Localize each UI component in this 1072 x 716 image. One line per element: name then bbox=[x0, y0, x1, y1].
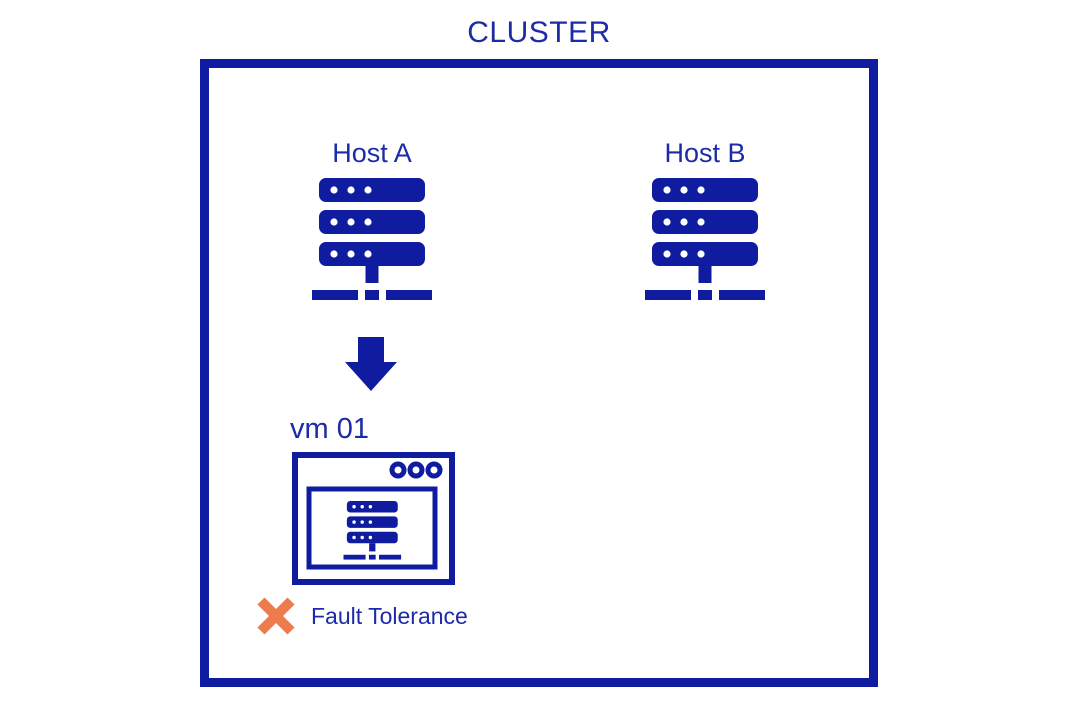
host-a-group: Host A bbox=[312, 136, 432, 300]
cross-icon bbox=[257, 597, 295, 635]
host-b-label: Host B bbox=[664, 138, 746, 168]
fault-tolerance-row: Fault Tolerance bbox=[257, 597, 468, 635]
server-icon bbox=[645, 178, 765, 300]
server-icon bbox=[312, 178, 432, 300]
host-a-label: Host A bbox=[332, 138, 412, 168]
vm-label: vm 01 bbox=[290, 413, 369, 445]
arrow-down-icon bbox=[345, 337, 397, 391]
vm-window-icon bbox=[292, 452, 455, 585]
host-b-group: Host B bbox=[645, 136, 765, 300]
fault-tolerance-label: Fault Tolerance bbox=[311, 602, 468, 629]
cluster-boundary bbox=[200, 59, 878, 687]
cluster-title: CLUSTER bbox=[467, 16, 611, 49]
